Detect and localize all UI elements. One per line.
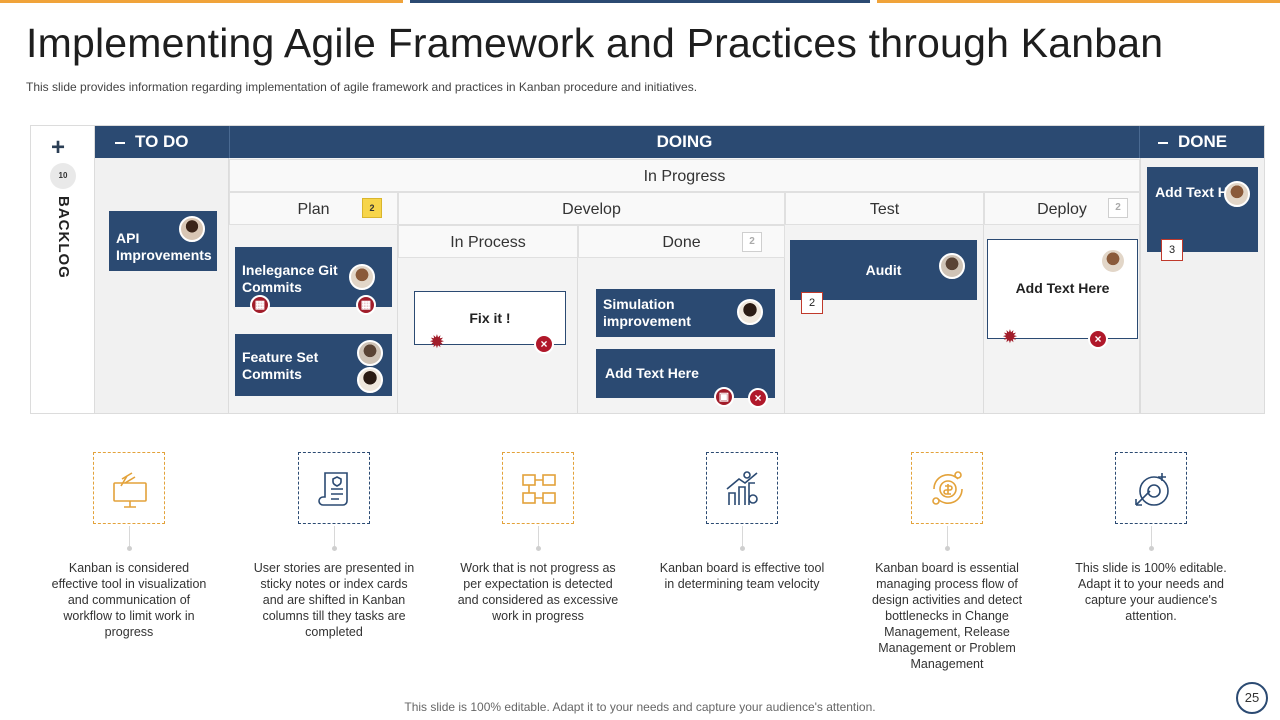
audit-badge: 2 [801,292,823,314]
develop-header: Develop [398,192,785,225]
close-icon[interactable]: × [534,334,554,354]
card-title: Inelegance Git Commits [242,262,338,295]
done-header[interactable]: DONE [1140,126,1264,158]
card-simulation-improvement[interactable]: Simulation improvement [596,289,775,337]
plan-badge: 2 [362,198,382,218]
feature-text: Kanban board is effective tool in determ… [659,561,825,591]
money-cycle-icon [911,452,983,524]
connector-line [742,526,743,548]
slide-subtitle: This slide provides information regardin… [26,80,698,94]
top-accent-bar-center [410,0,870,3]
plus-icon[interactable]: + [51,134,66,161]
flow-chart-icon [502,452,574,524]
connector-line [129,526,130,548]
card-add-text-develop[interactable]: Add Text Here ▣ × [596,349,775,408]
target-dollar-icon [1115,452,1187,524]
top-accent-bar-left [0,0,403,3]
connector-line [334,526,335,548]
connector-dot [1149,546,1154,551]
top-accent-bar-right [877,0,1280,3]
connector-line [1151,526,1152,548]
card-title: API Improvements [116,230,212,263]
close-icon[interactable]: × [748,388,768,408]
card-feature-set-commits[interactable]: Feature Set Commits [235,334,392,396]
close-icon[interactable]: × [1088,329,1108,349]
in-process-header: In Process [398,225,578,258]
card-title: Audit [865,262,902,278]
lock-icon: ▣ [714,387,734,407]
card-fix-it[interactable]: Fix it ! ✹ × [414,291,566,354]
page-number: 25 [1236,682,1268,714]
card-title: Feature Set Commits [242,349,319,382]
card-title: Fix it ! [469,310,511,326]
footer-note: This slide is 100% editable. Adapt it to… [404,700,876,714]
backlog-label: BACKLOG [55,196,72,279]
card-title: Simulation improvement [603,296,691,329]
dev-done-badge: 2 [742,232,762,252]
card-title: Add Text Here [1015,280,1110,296]
connector-dot [945,546,950,551]
backlog-count: 10 [50,163,76,189]
card-add-text-done[interactable]: Add Text Here [1147,167,1258,252]
avatar [349,264,375,290]
todo-header[interactable]: TO DO [95,126,229,158]
done-badge: 3 [1161,239,1183,261]
feature-text: Work that is not progress as per expecta… [457,561,619,623]
in-progress-header: In Progress [229,159,1140,192]
connector-dot [536,546,541,551]
collapse-icon [1158,141,1168,144]
turtle-icon: ✹ [1003,329,1017,346]
backlog-column: + 10 BACKLOG [31,126,95,413]
avatar [939,253,965,279]
calendar-icon: ▦ [250,295,270,315]
avatar [1100,248,1126,274]
feature-text: This slide is 100% editable. Adapt it to… [1075,561,1227,623]
card-inelegance-git-commits[interactable]: Inelegance Git Commits ▦ ▦ [235,247,392,315]
test-header: Test [785,192,984,225]
deploy-header: Deploy [984,192,1140,225]
card-api-improvements[interactable]: API Improvements [109,211,217,271]
card-add-text-deploy[interactable]: Add Text Here ✹ × [987,239,1138,349]
plan-label: Plan [297,201,330,218]
connector-line [538,526,539,548]
kanban-board: + 10 BACKLOG TO DO DOING DONE In Progres… [30,125,1265,414]
collapse-icon [115,141,125,144]
card-title: Add Text Here [605,365,699,381]
connector-line [947,526,948,548]
turtle-icon: ✹ [430,334,444,351]
growth-chart-gear-icon [706,452,778,524]
avatar [357,340,383,366]
done-header-label: DONE [1178,132,1228,151]
feature-text: Kanban board is essential managing proce… [871,561,1023,671]
connector-dot [740,546,745,551]
avatar [737,299,763,325]
connector-dot [127,546,132,551]
calendar-icon: ▦ [356,295,376,315]
todo-header-label: TO DO [135,132,189,151]
card-audit[interactable]: Audit [790,240,977,300]
feature-text: User stories are presented in sticky not… [253,561,415,639]
deploy-badge: 2 [1108,198,1128,218]
feature-text: Kanban is considered effective tool in v… [51,561,207,639]
avatar [179,216,205,242]
avatar [1224,181,1250,207]
connector-dot [332,546,337,551]
slide-title: Implementing Agile Framework and Practic… [26,20,1164,66]
avatar [357,367,383,393]
gavel-computer-icon [93,452,165,524]
doing-header[interactable]: DOING [229,126,1140,158]
scroll-certificate-icon [298,452,370,524]
